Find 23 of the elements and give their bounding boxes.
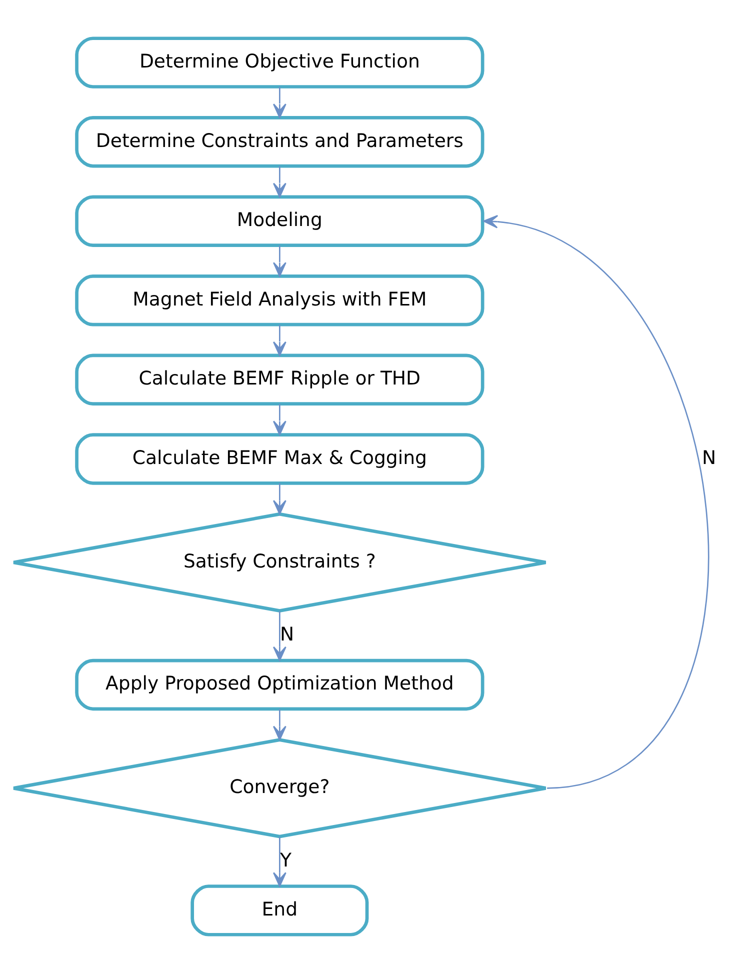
node-diamond: Satisfy Constraints ?: [12, 512, 548, 612]
edge-label: Y: [280, 850, 292, 871]
arrow: [272, 482, 286, 514]
arrow: [483, 214, 709, 788]
arrow: [272, 324, 286, 356]
node-box: Apply Proposed Optimization Method: [75, 658, 484, 710]
arrow: [272, 708, 286, 740]
node-box: Determine Objective Function: [75, 36, 484, 88]
node-box: Calculate BEMF Max & Cogging: [75, 432, 484, 484]
node-box: Modeling: [75, 194, 484, 246]
arrow: [272, 836, 286, 886]
edge-label: N: [702, 447, 716, 468]
node-diamond: Converge?: [12, 738, 548, 838]
node-box: Determine Constraints and Parameters: [75, 115, 484, 168]
arrow: [272, 404, 286, 435]
arrow: [272, 244, 286, 276]
edge-label: N: [280, 624, 294, 646]
arrow: [272, 610, 286, 661]
node-box: Magnet Field Analysis with FEM: [75, 274, 484, 326]
node-box: Calculate BEMF Ripple or THD: [75, 353, 484, 406]
arrow: [272, 166, 286, 197]
arrow: [272, 86, 286, 118]
node-box: End: [190, 884, 369, 936]
